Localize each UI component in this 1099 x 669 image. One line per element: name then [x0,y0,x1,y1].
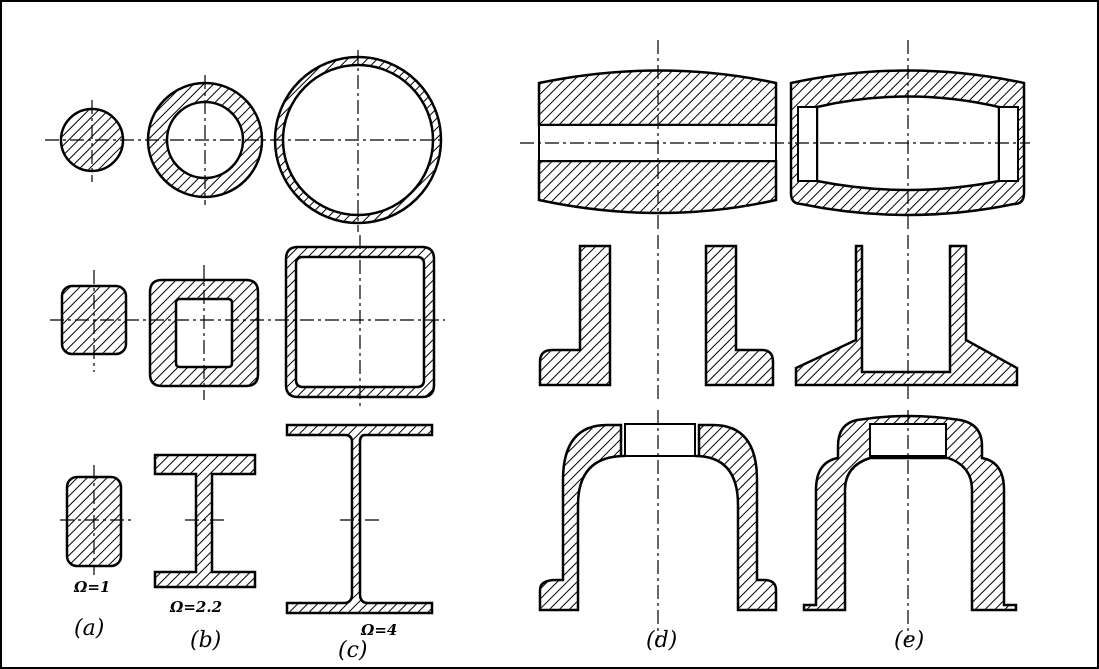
centre-lines [45,40,1030,640]
cap-solid-right-wall [694,423,778,612]
ratio-label-c: Ω=4 [361,621,398,639]
caption-b: (b) [190,628,222,653]
flange-solid-left-wall [538,244,612,387]
barrel-hollow-left-port [797,106,818,182]
caption-d: (d) [646,628,678,653]
barrel-hollow-section [789,69,1026,217]
barrel-hollow-right-port [998,106,1019,182]
caption-a: (a) [74,616,105,641]
thick-box-section [148,278,260,388]
thick-tube-section [146,81,264,199]
cap-ribbed-section [802,414,1018,612]
cap-solid-left-wall [538,423,626,612]
thin-box-section [284,245,436,399]
barrel-solid-lower-wall [537,159,778,215]
caption-e: (e) [894,628,925,653]
cap-solid-top-bore [624,423,696,457]
medium-i-beam-section [153,453,257,589]
ratio-label-b: Ω=2.2 [170,598,223,616]
flange-solid-right-wall [704,244,775,387]
flange-ribbed-section [794,244,1019,387]
caption-c: (c) [338,638,368,663]
thin-i-beam-section [285,423,434,615]
ratio-label-a: Ω=1 [74,578,111,596]
